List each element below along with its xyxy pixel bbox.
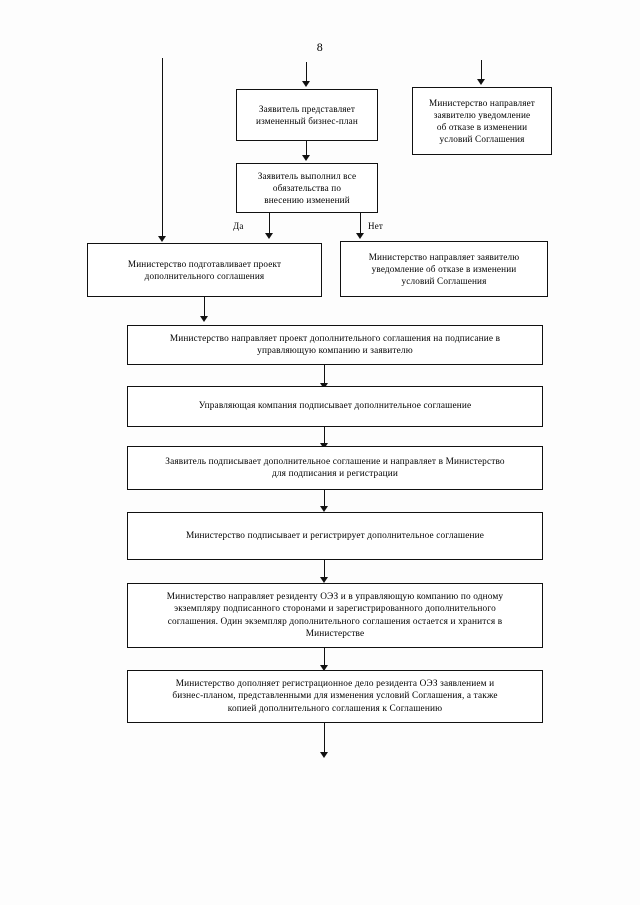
- connector-sending-to-company: [324, 365, 326, 384]
- node-text: Министерство направляет заявителю уведом…: [429, 97, 535, 145]
- node-text: Министерство дополняет регистрационное д…: [172, 679, 498, 714]
- node-text: Министерство направляет заявителю уведом…: [368, 251, 520, 287]
- connector-copies-to-supplement: [324, 648, 326, 666]
- node-applicant-signs-and-sends[interactable]: Заявитель подписывает дополнительное сог…: [127, 446, 543, 490]
- node-ministry-prepares-draft[interactable]: Министерство подготавливает проект допол…: [87, 243, 322, 297]
- node-text: Министерство направляет резиденту ОЭЗ и …: [166, 591, 504, 639]
- node-applicant-submits-plan[interactable]: Заявитель представляет измененный бизнес…: [236, 89, 378, 141]
- node-ministry-signs-and-registers[interactable]: Министерство подписывает и регистрирует …: [127, 512, 543, 560]
- branch-label-yes: Да: [233, 221, 244, 231]
- node-ministry-supplements-file[interactable]: Министерство дополняет регистрационное д…: [127, 670, 543, 723]
- connector-no-branch: [360, 213, 362, 235]
- node-applicant-fulfilled-obligations[interactable]: Заявитель выполнил все обязательства по …: [236, 163, 378, 213]
- node-text: Заявитель выполнил все обязательства по …: [257, 170, 357, 206]
- connector-applicant-to-ministry-signs: [324, 490, 326, 507]
- node-text: Министерство подписывает и регистрирует …: [185, 530, 485, 541]
- connector-exit: [324, 723, 326, 753]
- node-text: Министерство направляет проект дополните…: [169, 333, 501, 356]
- node-text: Министерство подготавливает проект допол…: [127, 258, 282, 281]
- node-text: Заявитель представляет измененный бизнес…: [256, 103, 358, 126]
- arrowhead-into-applicant-submits: [302, 81, 310, 87]
- connector-draft-to-sending: [204, 297, 206, 317]
- connector-into-applicant-submits: [306, 62, 308, 82]
- node-ministry-sends-refusal-right[interactable]: Министерство направляет заявителю уведом…: [340, 241, 548, 297]
- connector-signs-to-copies: [324, 560, 326, 578]
- arrowhead-applicant-to-ministry-signs: [320, 506, 328, 512]
- arrowhead-exit: [320, 752, 328, 758]
- page-number: 8: [316, 40, 324, 54]
- connector-company-to-applicant: [324, 427, 326, 444]
- connector-left-long: [162, 58, 164, 238]
- arrowhead-yes-branch: [265, 233, 273, 239]
- node-ministry-sends-draft-for-signing[interactable]: Министерство направляет проект дополните…: [127, 325, 543, 365]
- arrowhead-draft-to-sending: [200, 316, 208, 322]
- connector-submits-to-decision: [306, 141, 308, 156]
- node-ministry-sends-refusal-top[interactable]: Министерство направляет заявителю уведом…: [412, 87, 552, 155]
- arrowhead-into-refusal-top: [477, 79, 485, 85]
- arrowhead-submits-to-decision: [302, 155, 310, 161]
- node-text: Заявитель подписывает дополнительное сог…: [165, 456, 505, 479]
- node-management-company-signs[interactable]: Управляющая компания подписывает дополни…: [127, 386, 543, 427]
- connector-yes-branch: [269, 213, 271, 235]
- arrowhead-copies-to-supplement: [320, 665, 328, 671]
- arrowhead-signs-to-copies: [320, 577, 328, 583]
- branch-label-no: Нет: [368, 221, 384, 231]
- arrowhead-no-branch: [356, 233, 364, 239]
- node-text: Управляющая компания подписывает дополни…: [198, 401, 472, 412]
- node-ministry-sends-copies[interactable]: Министерство направляет резиденту ОЭЗ и …: [127, 583, 543, 648]
- connector-into-refusal-top: [481, 60, 483, 80]
- arrowhead-left-long: [158, 236, 166, 242]
